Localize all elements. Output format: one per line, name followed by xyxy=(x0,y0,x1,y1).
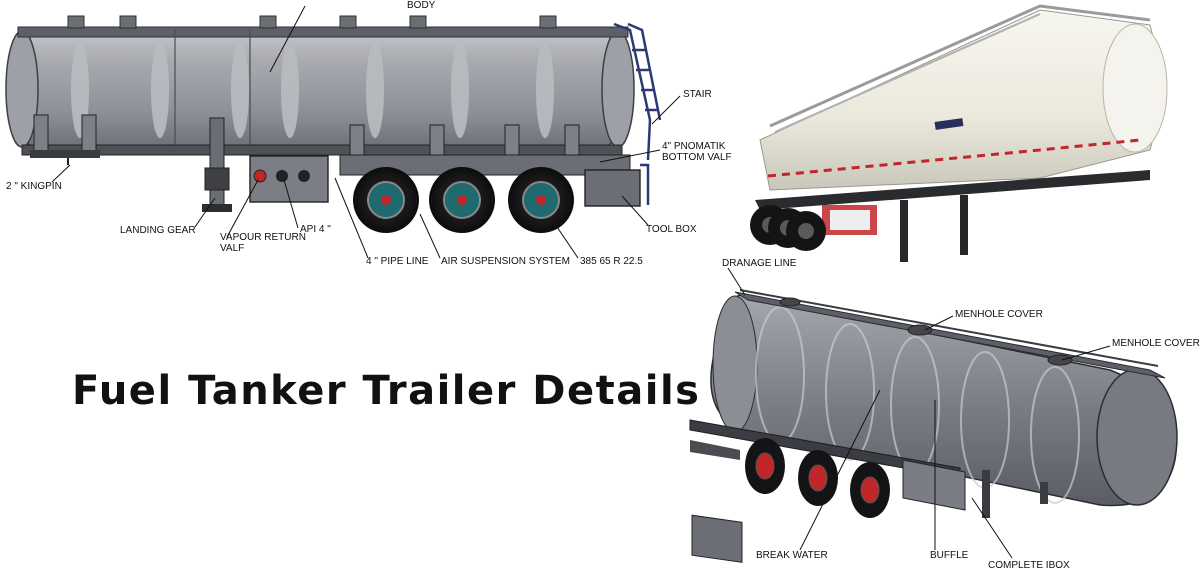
side-view-tanker xyxy=(5,5,681,259)
label-kingpin: 2 " KINGPIN xyxy=(6,181,62,192)
label-break-water: BREAK WATER xyxy=(756,550,828,561)
side-wheel-2 xyxy=(429,167,495,233)
label-air-suspension: AIR SUSPENSION SYSTEM xyxy=(441,256,570,267)
iso-wheel-2 xyxy=(798,450,838,506)
label-tool-box: TOOL BOX xyxy=(646,224,697,235)
label-pipe-line: 4 " PIPE LINE xyxy=(366,256,429,267)
side-leader-lines xyxy=(51,5,681,259)
side-valve-cabinet xyxy=(249,155,329,203)
side-wheel-1 xyxy=(353,167,419,233)
side-tool-box xyxy=(584,169,641,207)
side-chassis xyxy=(21,114,631,212)
side-tank-body xyxy=(5,15,635,149)
label-manhole-cover-2: MENHOLE COVER xyxy=(1112,338,1200,349)
label-manhole-cover-1: MENHOLE COVER xyxy=(955,309,1043,320)
label-api: API 4 " xyxy=(300,224,331,235)
label-pneumatic-valve: 4" PNOMATIK BOTTOM VALF xyxy=(662,141,732,163)
iso-wheel-1 xyxy=(745,438,785,494)
label-drainage-line: DRANAGE LINE xyxy=(722,258,797,269)
label-complete-box: COMPLETE IBOX xyxy=(988,560,1070,571)
label-stair: STAIR xyxy=(683,89,712,100)
label-buffle: BUFFLE xyxy=(930,550,969,561)
page-title: Fuel Tanker Trailer Details xyxy=(72,368,701,414)
label-body: BODY xyxy=(407,0,436,11)
label-vapour-return: VAPOUR RETURN VALF xyxy=(220,232,306,254)
iso-wheel-3 xyxy=(850,462,890,518)
white-tanker-photo xyxy=(750,4,1168,262)
side-wheel-3 xyxy=(508,167,574,233)
label-tire-size: 385 65 R 22.5 xyxy=(580,256,643,267)
iso-view-tanker xyxy=(689,267,1178,563)
side-stair xyxy=(613,22,662,205)
iso-leader-lines xyxy=(727,267,1111,559)
label-landing-gear: LANDING GEAR xyxy=(120,225,196,236)
